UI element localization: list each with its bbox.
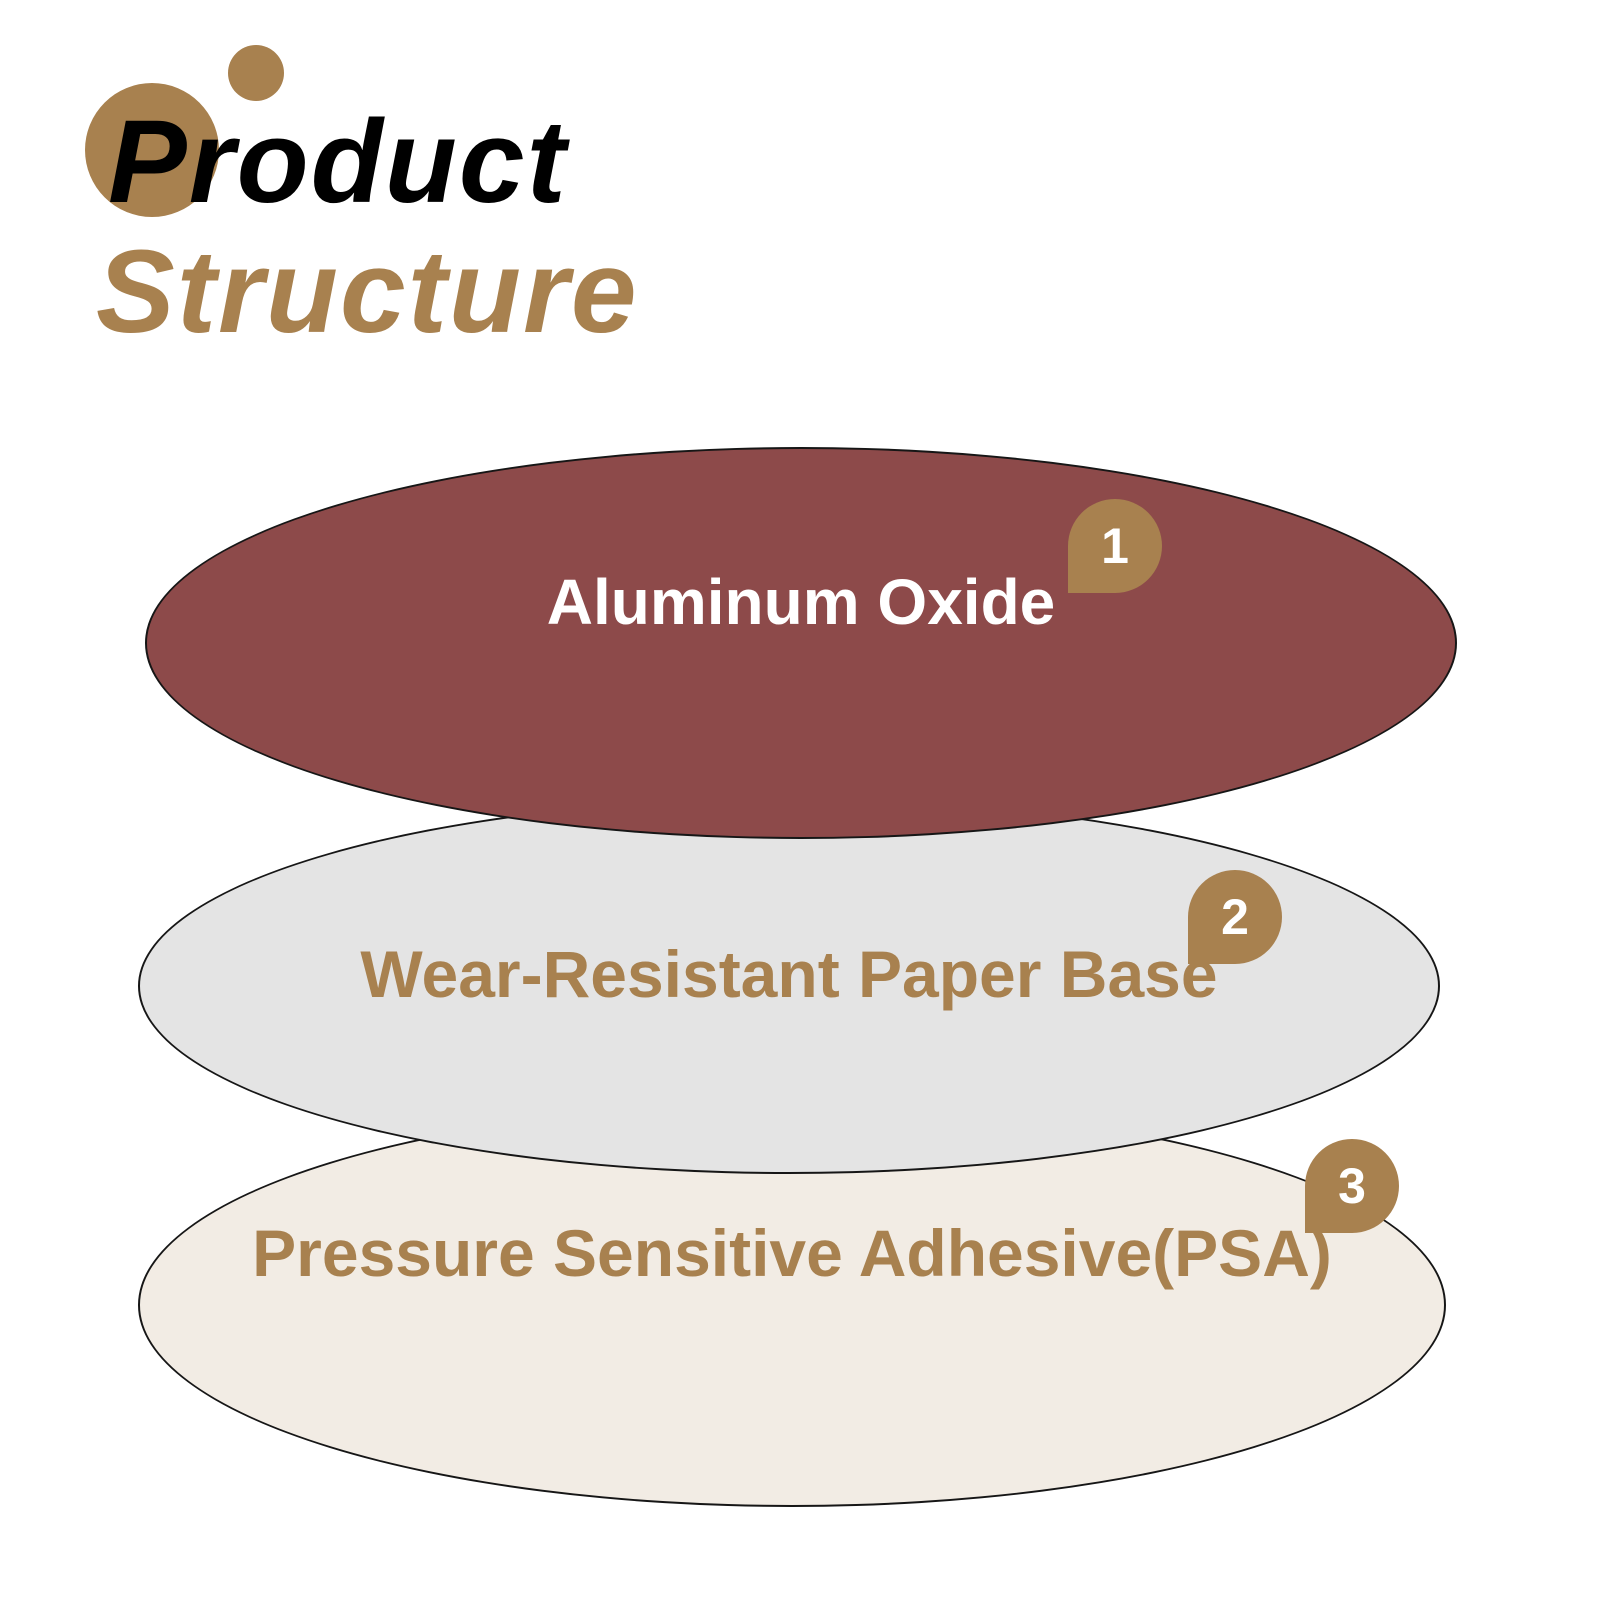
decor-circle-small — [228, 45, 284, 101]
layer-label-aluminum-oxide: Aluminum Oxide — [546, 566, 1056, 638]
layer-aluminum-oxide: Aluminum Oxide 1 — [145, 447, 1457, 839]
marker-pin-2: 2 — [1188, 870, 1282, 964]
layer-label-paper-base: Wear-Resistant Paper Base — [360, 937, 1218, 1011]
title-block: Product Structure — [0, 0, 800, 360]
layer-paper-base: Wear-Resistant Paper Base 2 — [138, 798, 1440, 1174]
marker-number-2: 2 — [1221, 889, 1249, 945]
decor-circle-large — [85, 83, 219, 217]
page-title-line2: Structure — [96, 226, 639, 358]
page-title-line1: Product — [108, 96, 568, 228]
marker-number-3: 3 — [1338, 1158, 1366, 1214]
disc-aluminum-oxide — [145, 447, 1457, 839]
marker-pin-1: 1 — [1068, 499, 1162, 593]
marker-number-1: 1 — [1101, 518, 1129, 574]
disc-paper-base — [138, 798, 1440, 1174]
layer-label-adhesive: Pressure Sensitive Adhesive(PSA) — [252, 1216, 1332, 1290]
marker-pin-3: 3 — [1305, 1139, 1399, 1233]
